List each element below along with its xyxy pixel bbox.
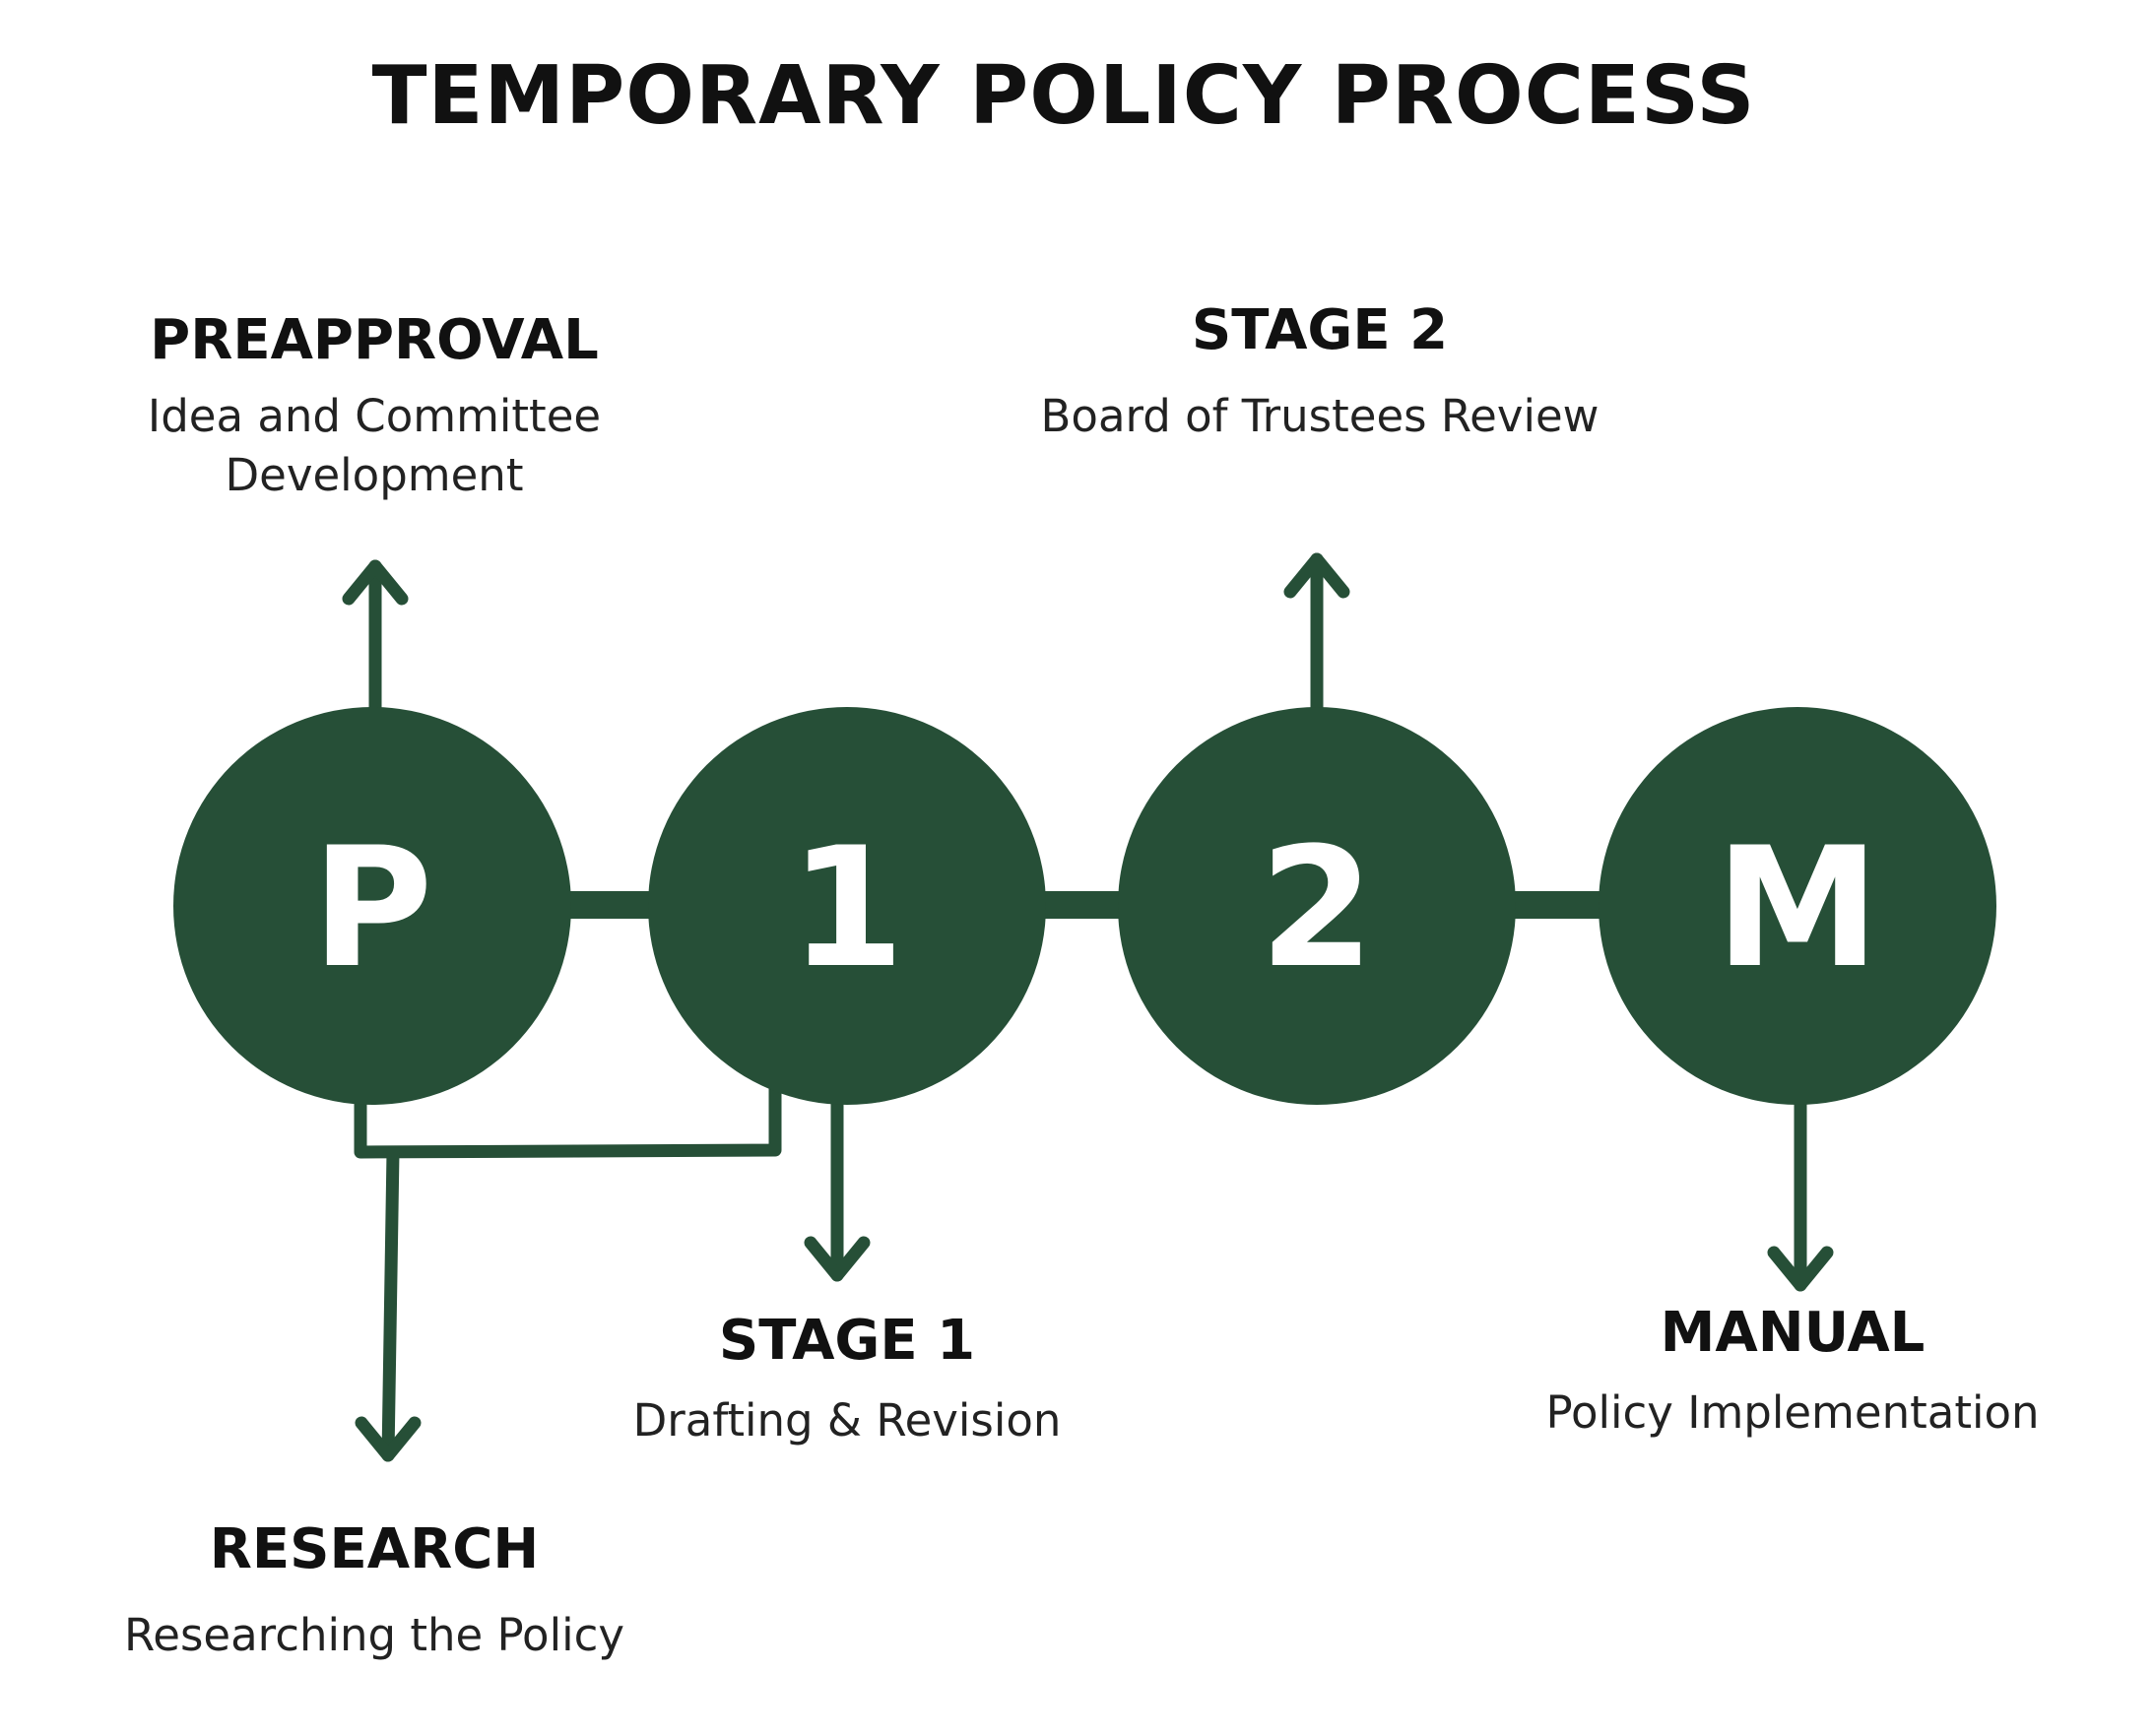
research-heading: RESEARCH bbox=[209, 1517, 540, 1581]
arrow-stage2-head bbox=[1283, 552, 1350, 599]
preapproval-heading: PREAPPROVAL bbox=[150, 308, 599, 372]
stage2-heading: STAGE 2 bbox=[1191, 298, 1449, 362]
node-1-circle bbox=[648, 707, 1046, 1105]
research-label: RESEARCH Researching the Policy bbox=[59, 1516, 689, 1665]
stage2-desc: Board of Trustees Review bbox=[1040, 390, 1600, 443]
arrow-preapproval-head bbox=[342, 559, 409, 606]
connector-2-m bbox=[1507, 891, 1615, 919]
arrows bbox=[342, 552, 1834, 1462]
arrow-manual-head bbox=[1767, 1246, 1834, 1292]
manual-label: MANUAL Policy Implementation bbox=[1477, 1300, 2108, 1443]
node-m-circle bbox=[1599, 707, 1996, 1105]
stage1-label: STAGE 1 Drafting & Revision bbox=[552, 1308, 1143, 1450]
arrow-stage1-head bbox=[804, 1236, 871, 1282]
research-desc: Researching the Policy bbox=[124, 1609, 624, 1662]
arrow-research-shaft bbox=[381, 1145, 400, 1462]
preapproval-desc-line2: Development bbox=[225, 448, 524, 501]
node-2-circle bbox=[1118, 707, 1516, 1105]
stage1-desc: Drafting & Revision bbox=[632, 1394, 1062, 1447]
manual-desc: Policy Implementation bbox=[1545, 1386, 2040, 1440]
connector-p-1 bbox=[561, 891, 660, 919]
process-nodes bbox=[173, 707, 1996, 1105]
node-connectors bbox=[561, 891, 1615, 919]
node-p-letter: P bbox=[311, 811, 432, 1004]
preapproval-desc-line1: Idea and Committee bbox=[147, 390, 602, 443]
manual-heading: MANUAL bbox=[1660, 1301, 1926, 1365]
diagram-title: TEMPORARY POLICY PROCESS bbox=[371, 49, 1756, 143]
node-p-circle bbox=[173, 707, 571, 1105]
research-bracket bbox=[354, 1081, 782, 1159]
node-2-letter: 2 bbox=[1260, 811, 1375, 1004]
node-m-letter: M bbox=[1715, 811, 1879, 1004]
stage2-label: STAGE 2 Board of Trustees Review bbox=[985, 297, 1655, 446]
preapproval-label: PREAPPROVAL Idea and Committee Developme… bbox=[79, 307, 670, 504]
stage1-heading: STAGE 1 bbox=[718, 1309, 976, 1373]
node-1-letter: 1 bbox=[790, 811, 905, 1004]
arrow-research-head bbox=[355, 1416, 422, 1462]
connector-1-2 bbox=[1034, 891, 1133, 919]
node-letters: P 1 2 M bbox=[311, 811, 1879, 1004]
